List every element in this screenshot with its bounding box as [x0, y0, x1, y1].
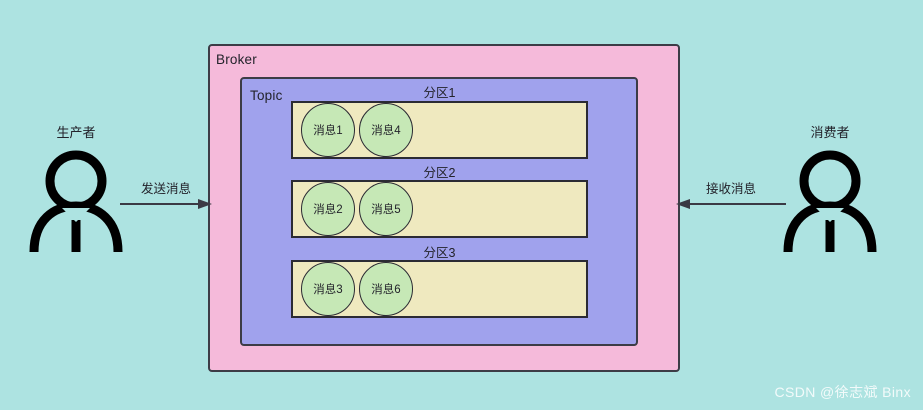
arrow-right-icon [120, 199, 212, 209]
csdn-watermark: CSDN @徐志斌 Binx [774, 384, 911, 400]
receive-message-arrow: 接收消息 [676, 178, 786, 214]
message-bubble: 消息3 [301, 262, 355, 316]
message-bubble: 消息6 [359, 262, 413, 316]
message-bubble: 消息2 [301, 182, 355, 236]
partition-1-box: 消息1 消息4 [291, 101, 588, 159]
message-bubble: 消息4 [359, 103, 413, 157]
message-bubble: 消息1 [301, 103, 355, 157]
producer-label: 生产者 [56, 125, 96, 140]
partition-2-box: 消息2 消息5 [291, 180, 588, 238]
producer-actor: 生产者 [28, 122, 124, 252]
consumer-label: 消费者 [810, 125, 850, 140]
arrow-left-icon [676, 199, 786, 209]
consumer-actor: 消费者 [782, 122, 878, 252]
partition-3-title: 分区3 [423, 246, 456, 260]
send-message-label: 发送消息 [140, 182, 191, 196]
person-stick-figure-icon [29, 150, 123, 252]
person-stick-figure-icon [783, 150, 877, 252]
receive-message-label: 接收消息 [705, 182, 756, 196]
partition-2-title: 分区2 [423, 166, 456, 180]
send-message-arrow: 发送消息 [120, 178, 212, 214]
message-bubble: 消息5 [359, 182, 413, 236]
topic-label: Topic [250, 88, 283, 103]
partition-3-box: 消息3 消息6 [291, 260, 588, 318]
broker-label: Broker [216, 52, 257, 67]
partition-1-title: 分区1 [423, 86, 456, 100]
